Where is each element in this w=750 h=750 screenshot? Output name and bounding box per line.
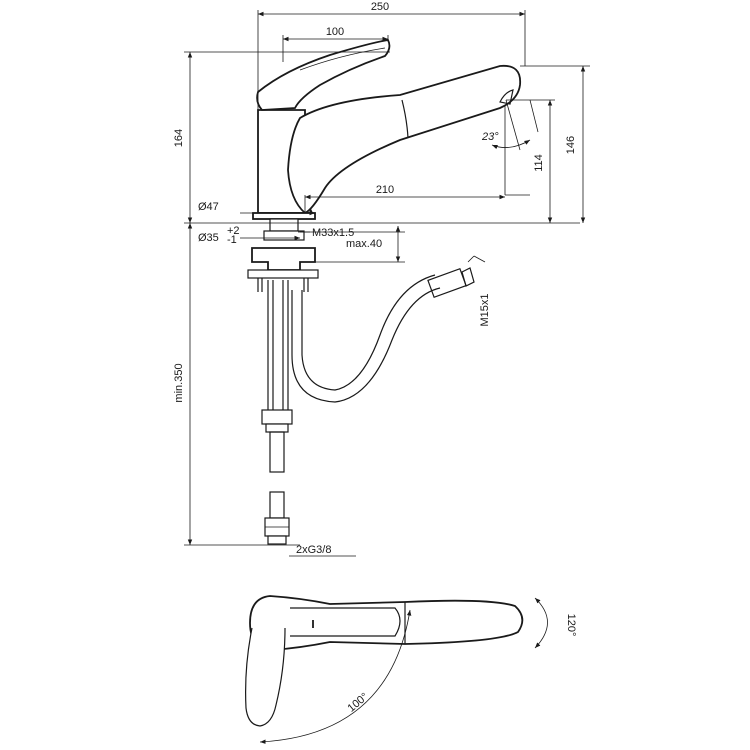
top-view-body xyxy=(249,595,524,651)
label-hose-length: min.350 xyxy=(173,363,185,402)
hose-connector xyxy=(427,267,467,299)
faucet-top-view: 100° 120° xyxy=(245,595,577,744)
dim-swivel-angle-arc xyxy=(534,597,548,649)
supply-hoses xyxy=(261,267,475,545)
mounting-nut xyxy=(263,230,305,241)
bracket-plate xyxy=(247,269,319,279)
mounting-bracket xyxy=(247,247,319,292)
label-spout-reach: 210 xyxy=(376,184,394,196)
label-lever-width: 100 xyxy=(326,26,344,38)
hose-rigid-left xyxy=(267,280,274,410)
label-height-total: 164 xyxy=(173,129,185,147)
label-height-spout: 146 xyxy=(565,136,577,154)
pullout-hose-outer xyxy=(291,287,441,403)
dim-spout-angle-arc xyxy=(491,139,531,150)
hose-braided-top xyxy=(269,431,285,473)
top-view-rotated-lever xyxy=(245,627,286,727)
label-thread: M33x1.5 xyxy=(312,227,354,239)
hose-rigid-right xyxy=(282,280,289,410)
dim-hose-thread-leader xyxy=(467,255,486,263)
hose-fitting-lower xyxy=(265,423,289,433)
faucet-base xyxy=(252,212,316,220)
label-connections: 2xG3/8 xyxy=(296,544,331,556)
faucet-spout xyxy=(287,64,522,215)
bracket-studs xyxy=(257,278,309,292)
label-hole-tol-minus: -1 xyxy=(227,234,237,246)
label-hose-thread: M15x1 xyxy=(479,293,491,326)
dimension-labels: 250 100 164 146 114 210 23° Ø47 Ø35 +2 -… xyxy=(173,1,577,556)
label-swivel-angle: 120° xyxy=(565,614,577,637)
hose-fitting xyxy=(261,409,293,425)
label-hole-diameter: Ø35 xyxy=(198,232,219,244)
pullout-hose-inner xyxy=(301,274,436,391)
dim-lever-angle-arc xyxy=(259,609,412,744)
faucet-side-view xyxy=(252,39,522,241)
label-spout-angle: 23° xyxy=(481,131,499,143)
spout-outlet xyxy=(499,89,514,105)
hose-braided-bottom xyxy=(269,491,285,519)
mounting-rod xyxy=(269,218,299,232)
hose-end xyxy=(267,535,287,545)
dimension-lines xyxy=(184,10,590,557)
faucet-lever xyxy=(256,39,391,111)
label-height-outlet: 114 xyxy=(533,154,545,172)
bracket-horseshoe xyxy=(251,247,316,271)
label-lever-angle: 100° xyxy=(345,691,370,715)
lever-edge xyxy=(299,47,386,71)
label-base-diameter: Ø47 xyxy=(198,201,219,213)
label-hole-tol-plus: +2 xyxy=(227,225,240,237)
label-max-deck: max.40 xyxy=(346,238,382,250)
label-overall-width: 250 xyxy=(371,1,389,13)
hose-connector-tip xyxy=(461,267,475,287)
spout-head-joint xyxy=(401,99,409,139)
